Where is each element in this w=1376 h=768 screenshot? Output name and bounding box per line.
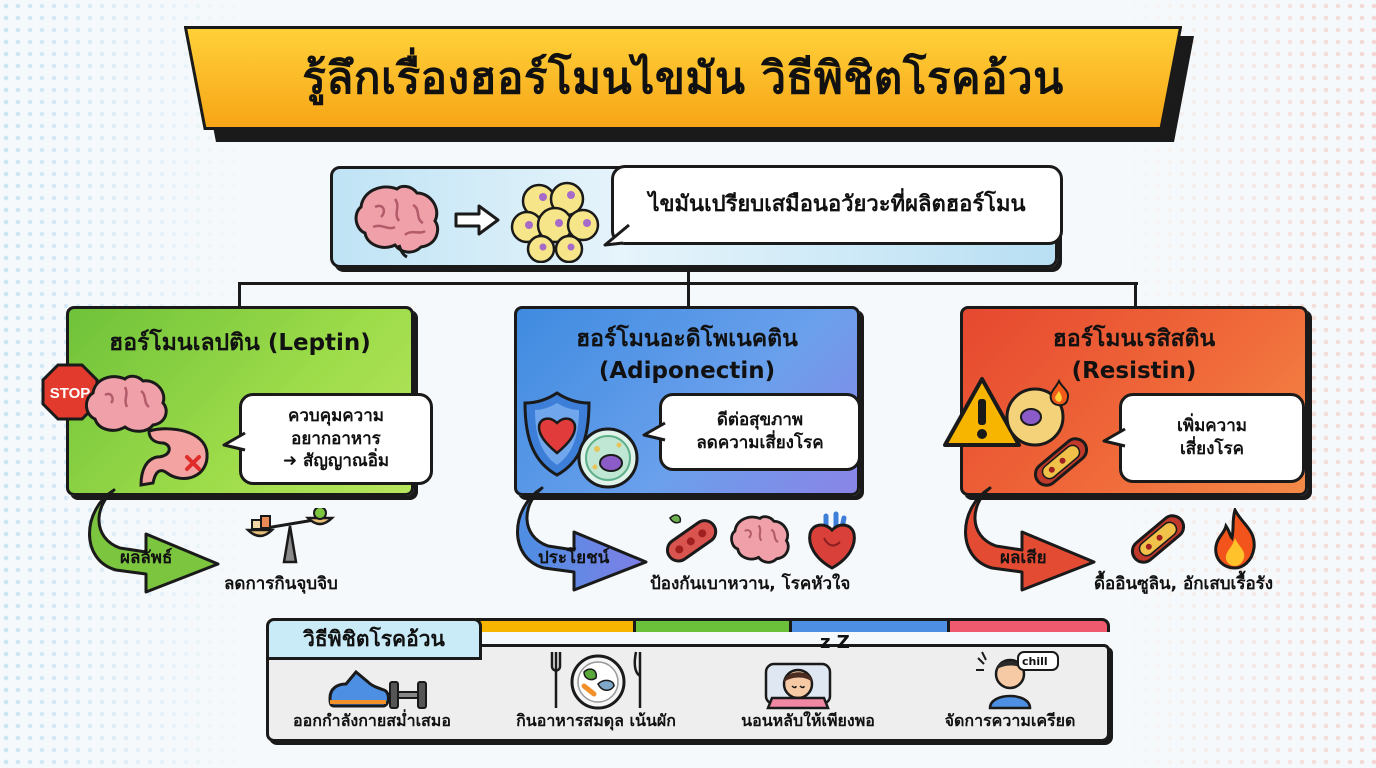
color-stripe [950, 618, 1110, 632]
adiponectin-result-arrow [516, 486, 648, 592]
adiponectin-result-text: ป้องกันเบาหวาน, โรคหัวใจ [650, 574, 851, 594]
resistin-title-line1: ฮอร์โมนเรสิสติน [1052, 326, 1216, 352]
chill-bubble-text: chill [1022, 655, 1048, 668]
intro-text: ไขมันเปรียบเสมือนอวัยวะที่ผลิตฮอร์โมน [648, 192, 1026, 218]
intro-speech-bubble: ไขมันเปรียบเสมือนอวัยวะที่ผลิตฮอร์โมน [611, 165, 1063, 245]
method-label-stress: จัดการความเครียด [944, 711, 1076, 730]
adiponectin-speech-line1: ดีต่อสุขภาพ [716, 410, 804, 431]
resistin-result-arrow [964, 486, 1096, 592]
brain-stomach-icon [85, 374, 209, 487]
method-label-sleep: นอนหลับให้เพียงพอ [741, 711, 875, 730]
leptin-result-label: ผลลัพธ์ [120, 548, 173, 568]
arrow-right-small-icon: ➜ [282, 451, 304, 472]
method-label-food: กินอาหารสมดุล เน้นผัก [516, 711, 676, 730]
stop-sign-text: STOP [50, 385, 91, 402]
resistin-speech-line1: เพิ่มความ [1177, 416, 1247, 437]
sleep-zz-text: z Z [820, 632, 850, 653]
speech-tail [222, 431, 246, 452]
page-title: รู้ลึกเรื่องฮอร์โมนไขมัน วิธีพิชิตโรคอ้ว… [302, 53, 1064, 104]
resistin-title: ฮอร์โมนเรสิสติน (Resistin) [963, 323, 1305, 387]
methods-panel: วิธีพิชิตโรคอ้วน ออกกำลังกายสม่ำเสมอ กิน… [266, 618, 1110, 742]
connector-vertical-top [687, 268, 690, 284]
resistin-speech-bubble: เพิ่มความ เสี่ยงโรค [1119, 393, 1305, 483]
leptin-speech-line2: อยากอาหาร [291, 428, 381, 449]
methods-tab: วิธีพิชิตโรคอ้วน [266, 618, 482, 660]
leptin-speech-line1: ควบคุมความ [288, 405, 384, 426]
plate-icon [550, 651, 642, 710]
connector-left [238, 282, 241, 308]
leptin-speech-bubble: ควบคุมความ อยากอาหาร ➜ สัญญาณอิ่ม [239, 393, 433, 485]
adiponectin-title: ฮอร์โมนอะดิโพเนคติน (Adiponectin) [517, 323, 857, 387]
adiponectin-result-label: ประโยชน์ [538, 548, 610, 568]
shield-heart-icon [523, 391, 591, 477]
resistin-result-label: ผลเสีย [1000, 548, 1047, 568]
connector-middle [687, 282, 690, 308]
adiponectin-speech-bubble: ดีต่อสุขภาพ ลดความเสี่ยงโรค [659, 393, 861, 471]
speech-tail [603, 223, 630, 247]
color-stripe [476, 618, 636, 632]
adiponectin-title-line1: ฮอร์โมนอะดิโพเนคติน [576, 326, 798, 352]
leptin-result-text: ลดการกินจุบจิบ [224, 574, 338, 594]
intro-box: ไขมันเปรียบเสมือนอวัยวะที่ผลิตฮอร์โมน [330, 165, 1063, 268]
arrow-right-icon [454, 204, 500, 236]
color-stripe [792, 618, 950, 632]
leptin-card: ฮอร์โมนเลปติน (Leptin) STOP ควบคุมความ อ… [41, 306, 433, 496]
title-banner: รู้ลึกเรื่องฮอร์โมนไขมัน วิธีพิชิตโรคอ้ว… [184, 26, 1194, 142]
leptin-speech-line3: สัญญาณอิ่ม [303, 451, 390, 472]
blood-vessel-icon [665, 514, 718, 563]
fat-cells-icon [510, 181, 600, 263]
inflamed-cell-icon [1005, 378, 1069, 447]
clogged-vessel-icon [1130, 514, 1186, 564]
sneaker-dumbbell-icon [328, 669, 427, 709]
speech-tail [642, 421, 666, 442]
resistin-speech-line2: เสี่ยงโรค [1179, 439, 1245, 459]
adiponectin-title-line2: (Adiponectin) [598, 358, 776, 385]
brain-icon [730, 515, 790, 564]
color-stripe [636, 618, 792, 632]
clogged-vessel-icon [1033, 437, 1089, 487]
resistin-title-line2: (Resistin) [1071, 358, 1197, 385]
leptin-result-arrow [88, 488, 220, 594]
speech-tail [1102, 427, 1126, 448]
stop-sign-icon: STOP [41, 363, 99, 421]
flame-icon [1214, 508, 1256, 570]
adiponectin-speech-line2: ลดความเสี่ยงโรค [696, 433, 824, 453]
warning-sign-icon [943, 377, 1021, 447]
healthy-cell-icon [577, 427, 639, 489]
balance-scale-icon [244, 508, 336, 564]
sleeping-person-icon [764, 662, 832, 710]
resistin-card: ฮอร์โมนเรสิสติน (Resistin) เพิ่มความ เสี… [943, 306, 1308, 496]
method-label-exercise: ออกกำลังกายสม่ำเสมอ [293, 711, 451, 730]
adiponectin-card: ฮอร์โมนอะดิโพเนคติน (Adiponectin) ดีต่อส… [514, 306, 861, 496]
brain-icon [354, 184, 440, 259]
connector-right [1134, 282, 1137, 308]
resistin-result-text: ดื้ออินซูลิน, อักเสบเรื้อรัง [1094, 574, 1274, 594]
chill-person-icon [976, 651, 1059, 710]
leptin-title: ฮอร์โมนเลปติน (Leptin) [109, 330, 371, 356]
heart-organ-icon [808, 511, 856, 570]
